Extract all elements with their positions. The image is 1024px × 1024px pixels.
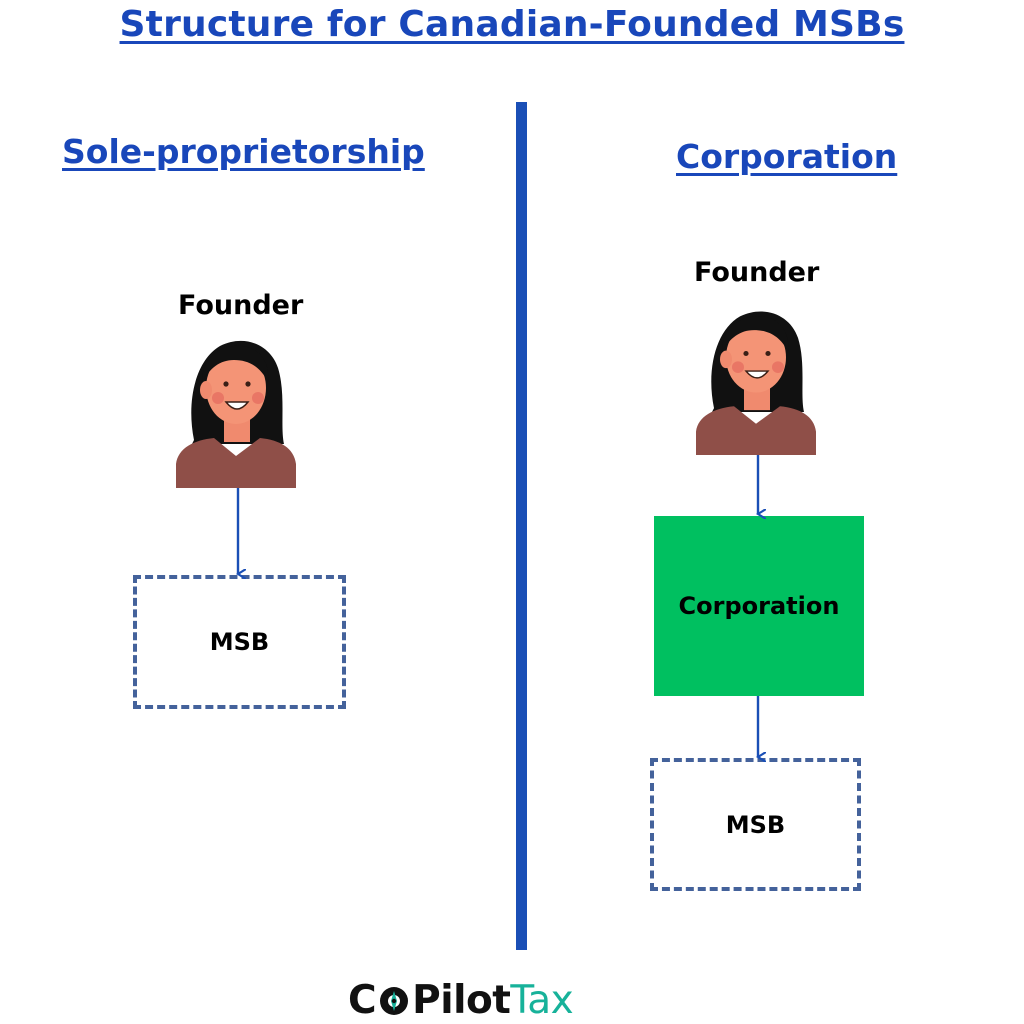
logo-text-pilot: Pilot	[412, 978, 511, 1023]
founder-label-left: Founder	[178, 290, 304, 321]
founder-avatar-icon	[176, 340, 296, 488]
diagram-title: Structure for Canadian-Founded MSBs	[119, 4, 905, 45]
founder-label-right: Founder	[694, 257, 820, 288]
logo-text-c: C	[348, 978, 377, 1023]
compass-icon	[380, 986, 409, 1015]
center-divider	[516, 102, 527, 950]
corporation-heading: Corporation	[676, 137, 898, 176]
founder-avatar-icon	[696, 311, 816, 455]
sole-proprietorship-heading: Sole-proprietorship	[62, 132, 425, 171]
msb-box-corporation: MSB	[650, 758, 861, 891]
corporation-box: Corporation	[654, 516, 864, 696]
copilot-tax-logo: C Pilot Tax	[348, 978, 574, 1023]
logo-text-tax: Tax	[510, 978, 574, 1023]
